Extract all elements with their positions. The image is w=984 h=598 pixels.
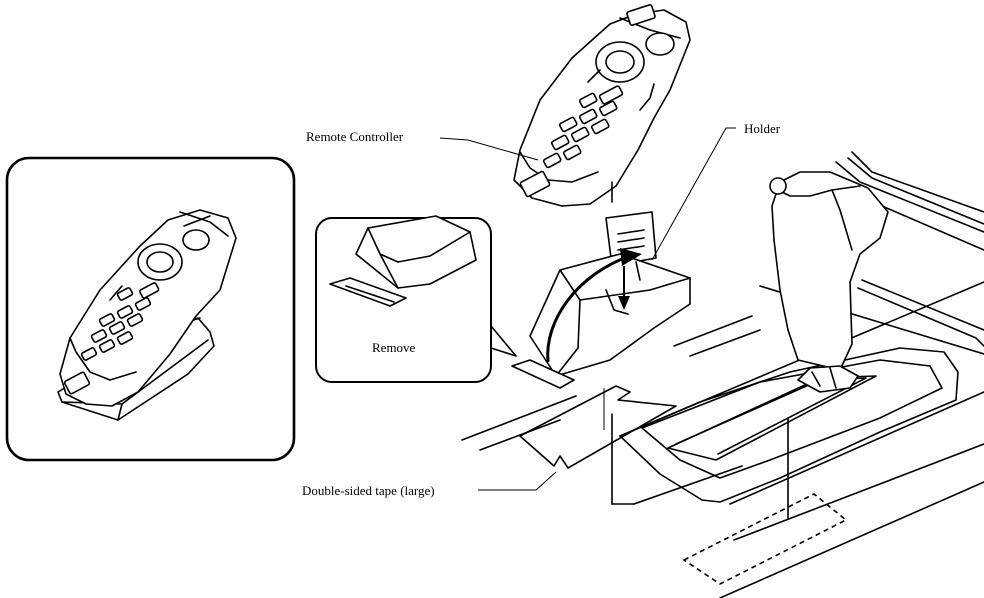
- shift-lever: [769, 171, 889, 393]
- placement-guides: [611, 413, 848, 585]
- inset-remote: [59, 209, 237, 407]
- label-remove: Remove: [372, 340, 416, 355]
- tape-large: [519, 385, 677, 469]
- clip-piece: [605, 211, 657, 267]
- label-leaders: [439, 127, 736, 491]
- label-double-sided-tape: Double-sided tape (large): [302, 483, 435, 498]
- main-remote: [513, 4, 691, 207]
- main-holder: [511, 248, 691, 389]
- remove-inset: [315, 215, 517, 383]
- label-remote-controller: Remote Controller: [306, 129, 404, 144]
- label-holder: Holder: [744, 121, 781, 136]
